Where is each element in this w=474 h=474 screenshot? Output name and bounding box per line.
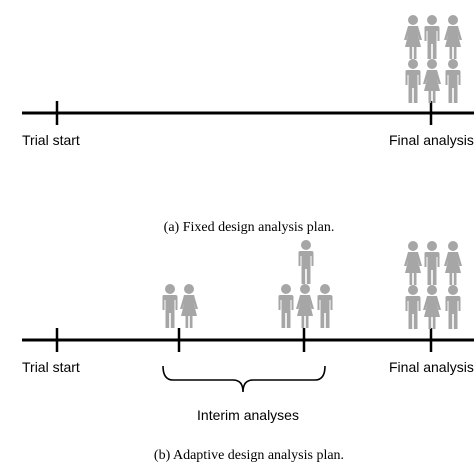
participants-interim-2-b [278,240,333,328]
person-female-icon [180,284,198,328]
caption-a: (a) Fixed design analysis plan. [164,220,335,235]
participants-interim-1-b [162,284,198,328]
person-male-icon [405,285,421,329]
panel-b: Trial start Final analysis Interim analy… [22,240,474,463]
label-final-analysis-b: Final analysis [389,359,474,375]
person-male-icon [278,284,294,328]
participants-final-a [404,15,462,103]
caption-b: (b) Adaptive design analysis plan. [154,448,344,463]
person-male-icon [317,284,333,328]
person-female-icon [444,15,462,59]
person-female-icon [404,241,422,285]
person-male-icon [405,59,421,103]
person-female-icon [423,59,441,103]
label-trial-start-b: Trial start [22,359,80,375]
person-female-icon [296,284,314,328]
person-male-icon [445,285,461,329]
panel-a: Trial start Final analysis (a) Fixed des… [22,15,474,235]
person-male-icon [424,15,440,59]
participants-final-b [404,241,462,329]
interim-brace [162,365,326,393]
person-female-icon [404,15,422,59]
person-male-icon [162,284,178,328]
label-final-analysis-a: Final analysis [389,132,474,148]
label-interim-analyses: Interim analyses [197,407,299,423]
label-trial-start-a: Trial start [22,132,80,148]
person-female-icon [423,285,441,329]
person-male-icon [298,240,314,284]
person-male-icon [424,241,440,285]
person-male-icon [445,59,461,103]
person-female-icon [444,241,462,285]
